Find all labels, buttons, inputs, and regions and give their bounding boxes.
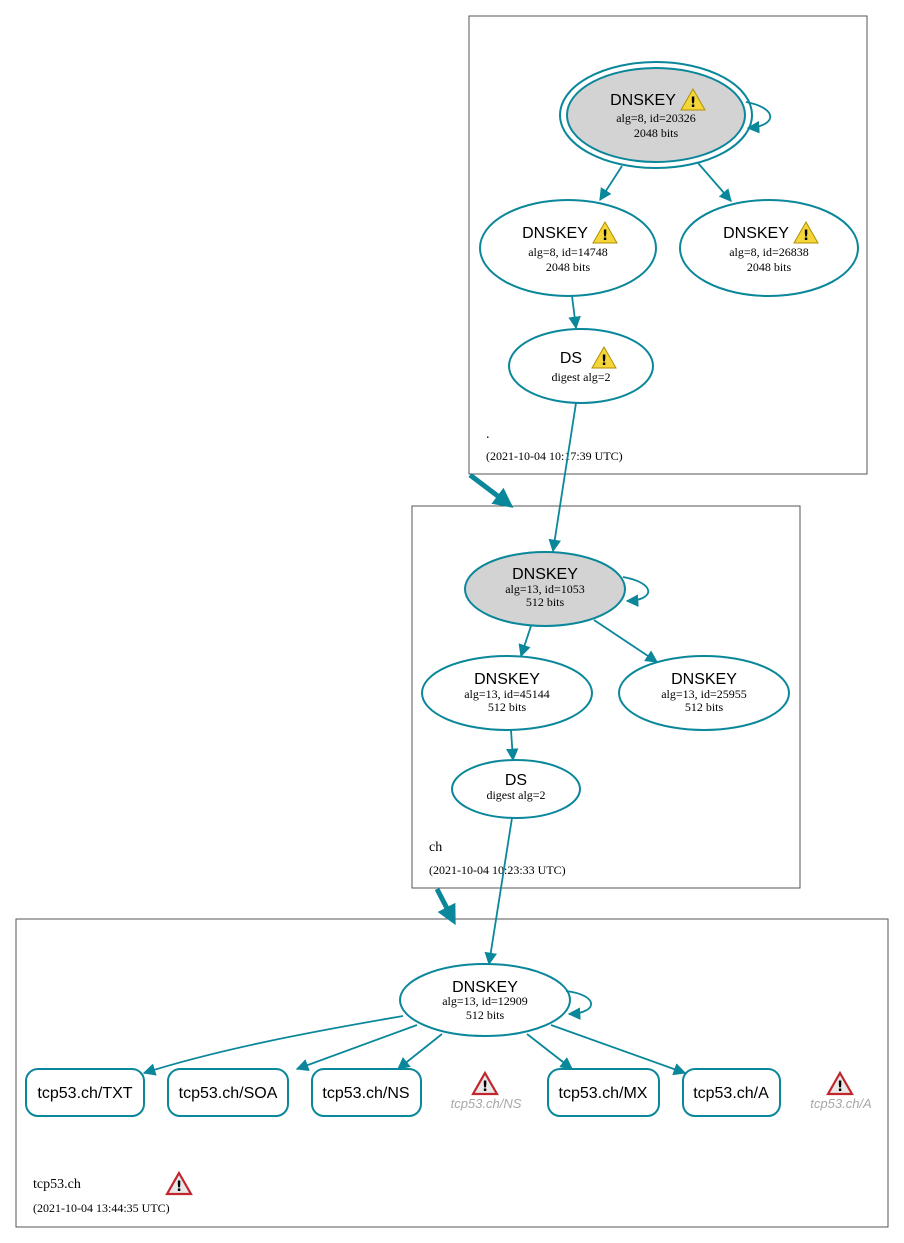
root-ds-title: DS xyxy=(560,350,582,367)
rrset-ns[interactable]: tcp53.ch/NS xyxy=(311,1068,422,1117)
ch-zsk1-line2: 512 bits xyxy=(488,700,527,714)
ch-ksk-line2: 512 bits xyxy=(526,595,565,609)
ch-zsk1-title: DNSKEY xyxy=(474,671,540,688)
root-zsk1-node[interactable]: DNSKEY alg=8, id=14748 2048 bits xyxy=(479,199,657,297)
zone-ch-time: (2021-10-04 10:23:33 UTC) xyxy=(429,863,566,877)
zone-ch: DNSKEY alg=13, id=1053 512 bits DNSKEY a… xyxy=(411,505,801,889)
rrset-ns-error-label: tcp53.ch/NS xyxy=(451,1096,522,1111)
ch-ksk-node[interactable]: DNSKEY alg=13, id=1053 512 bits xyxy=(464,551,626,627)
edge-tcp53-key-self xyxy=(565,990,593,1020)
error-icon xyxy=(826,1071,854,1097)
zone-root-name: . xyxy=(486,427,490,442)
zone-root: DNSKEY alg=8, id=20326 2048 bits DNSKEY … xyxy=(468,15,868,475)
root-ksk-line2: 2048 bits xyxy=(634,126,679,140)
rrset-a-error-label: tcp53.ch/A xyxy=(810,1096,871,1111)
edges xyxy=(142,101,771,1076)
edge-delegation-root-ch xyxy=(468,473,514,508)
ch-zsk2-node[interactable]: DNSKEY alg=13, id=25955 512 bits xyxy=(618,655,790,731)
rrset-soa[interactable]: tcp53.ch/SOA xyxy=(167,1068,289,1117)
ch-ksk-title: DNSKEY xyxy=(512,566,578,583)
edge-root-ksk-self xyxy=(745,101,771,134)
edge-key-txt xyxy=(142,1015,404,1076)
root-zsk1-line2: 2048 bits xyxy=(546,260,591,274)
zone-tcp53-name: tcp53.ch xyxy=(33,1177,81,1192)
root-zsk1-title: DNSKEY xyxy=(522,225,588,242)
rrset-a-error[interactable]: tcp53.ch/A xyxy=(810,1071,872,1111)
tcp53-key-line1: alg=13, id=12909 xyxy=(442,994,528,1008)
tcp53-key-node[interactable]: DNSKEY alg=13, id=12909 512 bits xyxy=(399,963,571,1037)
edge-root-ksk-zsk1 xyxy=(599,165,623,202)
root-ksk-node[interactable]: DNSKEY alg=8, id=20326 2048 bits xyxy=(559,61,753,169)
ch-ksk-line1: alg=13, id=1053 xyxy=(505,582,585,596)
edge-ch-ksk-self xyxy=(622,576,650,607)
zone-tcp53: DNSKEY alg=13, id=12909 512 bits tcp53.c… xyxy=(15,918,889,1228)
edge-root-zsk1-ds xyxy=(568,295,581,330)
ch-zsk1-line1: alg=13, id=45144 xyxy=(464,687,550,701)
rrset-txt-label: tcp53.ch/TXT xyxy=(37,1085,132,1102)
ch-ds-title: DS xyxy=(505,772,527,789)
zone-root-time: (2021-10-04 10:17:39 UTC) xyxy=(486,449,623,463)
error-icon xyxy=(471,1071,499,1097)
tcp53-key-line2: 512 bits xyxy=(466,1008,505,1022)
root-zsk2-line1: alg=8, id=26838 xyxy=(729,245,809,259)
rrset-mx[interactable]: tcp53.ch/MX xyxy=(547,1068,660,1117)
zone-ch-box xyxy=(411,505,801,889)
root-zsk2-title: DNSKEY xyxy=(723,225,789,242)
zone-ch-name: ch xyxy=(429,840,442,855)
edge-ch-ksk-zsk2 xyxy=(593,619,659,663)
edge-key-soa xyxy=(295,1024,418,1072)
rrset-mx-label: tcp53.ch/MX xyxy=(559,1085,648,1102)
edge-key-mx xyxy=(526,1033,573,1070)
edge-key-a xyxy=(550,1024,687,1076)
edge-root-ds-ch-ksk xyxy=(548,402,577,553)
root-ds-line1: digest alg=2 xyxy=(551,370,610,384)
tcp53-key-title: DNSKEY xyxy=(452,979,518,996)
root-ksk-title: DNSKEY xyxy=(610,92,676,109)
zone-tcp53-time: (2021-10-04 13:44:35 UTC) xyxy=(33,1201,170,1215)
root-ksk-line1: alg=8, id=20326 xyxy=(616,111,696,125)
ch-ds-line1: digest alg=2 xyxy=(486,788,545,802)
rrset-ns-label: tcp53.ch/NS xyxy=(322,1085,409,1102)
root-zsk1-line1: alg=8, id=14748 xyxy=(528,245,608,259)
rrset-txt[interactable]: tcp53.ch/TXT xyxy=(25,1068,145,1117)
rrset-ns-error[interactable]: tcp53.ch/NS xyxy=(451,1071,522,1111)
rrset-soa-label: tcp53.ch/SOA xyxy=(179,1085,278,1102)
zone-root-box xyxy=(468,15,868,475)
ch-zsk1-node[interactable]: DNSKEY alg=13, id=45144 512 bits xyxy=(421,655,593,731)
ch-ds-node[interactable]: DS digest alg=2 xyxy=(451,759,581,819)
edge-root-ksk-zsk2 xyxy=(697,162,732,202)
error-icon xyxy=(165,1171,193,1197)
root-zsk2-line2: 2048 bits xyxy=(747,260,792,274)
edge-delegation-ch-tcp53 xyxy=(434,887,456,926)
rrset-a[interactable]: tcp53.ch/A xyxy=(682,1068,781,1117)
ch-zsk2-title: DNSKEY xyxy=(671,671,737,688)
root-zsk2-node[interactable]: DNSKEY alg=8, id=26838 2048 bits xyxy=(679,199,859,297)
root-ds-node[interactable]: DS digest alg=2 xyxy=(508,328,654,404)
rrset-a-label: tcp53.ch/A xyxy=(693,1085,769,1102)
ch-zsk2-line1: alg=13, id=25955 xyxy=(661,687,747,701)
edge-ch-zsk1-ds xyxy=(505,729,519,762)
edge-ch-ds-tcp53-key xyxy=(484,817,513,966)
edge-ch-ksk-zsk1 xyxy=(518,625,532,658)
ch-zsk2-line2: 512 bits xyxy=(685,700,724,714)
edge-key-ns xyxy=(397,1033,443,1070)
